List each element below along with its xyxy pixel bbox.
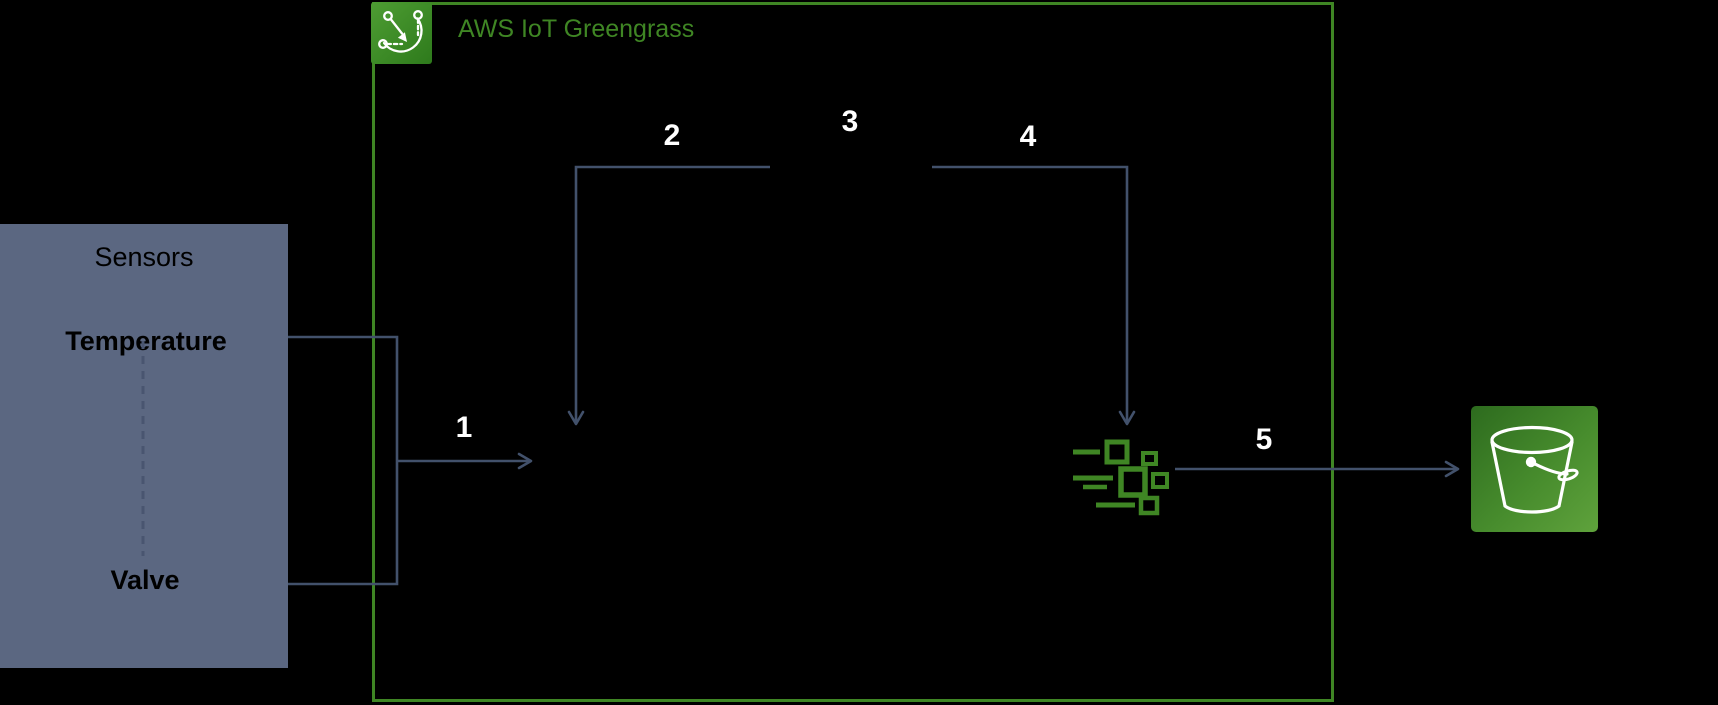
- amazon-s3-bucket-icon: [1471, 406, 1598, 532]
- step-label-3: 3: [841, 105, 859, 138]
- step-label-4: 4: [1019, 120, 1037, 153]
- stream-manager-icon: [1073, 439, 1169, 516]
- step-label-5: 5: [1255, 423, 1273, 456]
- step-label-2: 2: [663, 119, 681, 152]
- sensor-temperature-label: Temperature: [65, 326, 227, 356]
- aws-iot-greengrass-icon: [371, 2, 432, 64]
- sensors-box-title: Sensors: [94, 242, 194, 272]
- s3-bucket-glyph: [1490, 425, 1579, 514]
- sensors-box: [0, 224, 288, 668]
- step-label-1: 1: [455, 411, 473, 444]
- sensor-valve-label: Valve: [110, 565, 180, 595]
- greengrass-box-title: AWS IoT Greengrass: [458, 15, 695, 43]
- greengrass-glyph: [378, 10, 423, 53]
